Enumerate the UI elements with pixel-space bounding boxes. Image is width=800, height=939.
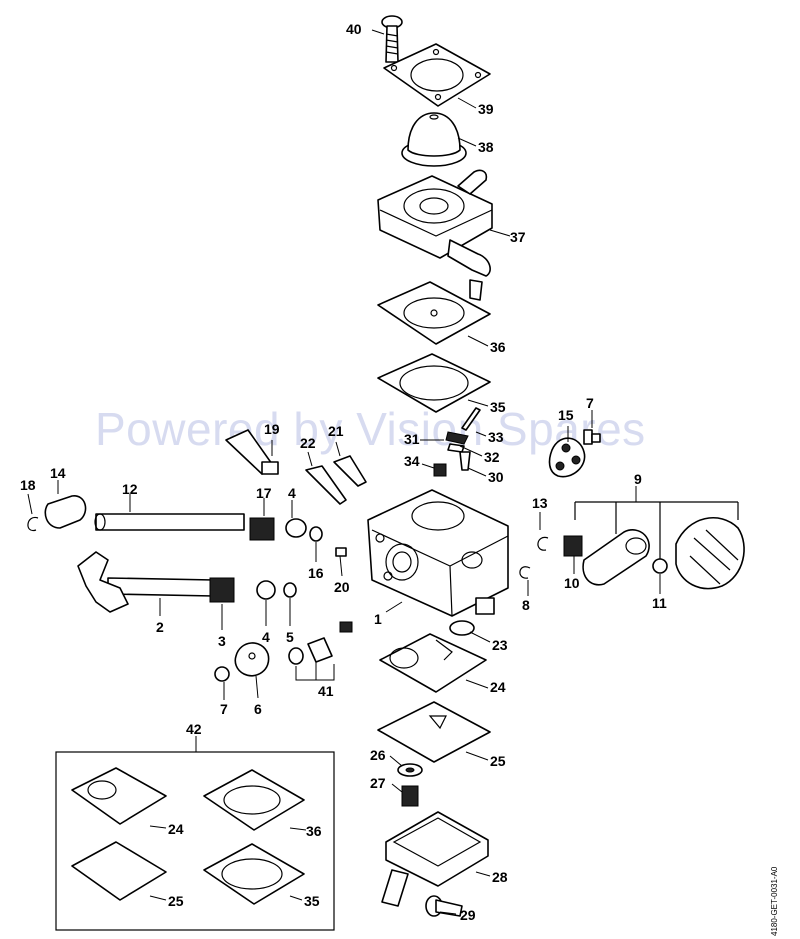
document-id: 4180-GET-0031-A0 xyxy=(770,866,779,936)
part-31-screen[interactable] xyxy=(445,431,469,445)
label-24a: 24 xyxy=(490,679,506,695)
part-33-pin[interactable] xyxy=(461,407,481,431)
part-30-valve[interactable] xyxy=(459,451,471,471)
label-5: 5 xyxy=(286,629,294,645)
part-34-screw[interactable] xyxy=(433,463,447,477)
part-4-washer-lower[interactable] xyxy=(256,580,276,600)
label-12: 12 xyxy=(122,481,138,497)
part-41-parts-set[interactable] xyxy=(288,621,353,665)
label-36a: 36 xyxy=(490,339,506,355)
label-38: 38 xyxy=(478,139,494,155)
part-32-needle[interactable] xyxy=(447,443,465,453)
label-19: 19 xyxy=(264,421,280,437)
part-21-needle[interactable] xyxy=(333,455,367,487)
part-20-pin[interactable] xyxy=(335,547,347,557)
part-19-idle-screw[interactable] xyxy=(225,429,279,475)
label-11: 11 xyxy=(652,595,667,611)
part-9-choke-assembly[interactable] xyxy=(574,501,745,590)
label-6: 6 xyxy=(254,701,262,717)
label-4a: 4 xyxy=(288,485,296,501)
part-17-spring[interactable] xyxy=(249,517,275,541)
label-15: 15 xyxy=(558,407,574,423)
part-10-spring[interactable] xyxy=(563,535,583,557)
part-7-screw-left[interactable] xyxy=(214,666,230,682)
label-27: 27 xyxy=(370,775,386,791)
part-35-gasket[interactable] xyxy=(377,353,491,413)
label-39: 39 xyxy=(478,101,494,117)
part-40-screw[interactable] xyxy=(381,15,403,63)
part-15-throttle-plate[interactable] xyxy=(548,437,586,478)
label-14: 14 xyxy=(50,465,66,481)
label-1: 1 xyxy=(374,611,382,627)
label-30: 30 xyxy=(488,469,504,485)
part-18-clip[interactable] xyxy=(27,516,39,532)
part-12-choke-shaft[interactable] xyxy=(94,513,245,531)
label-26: 26 xyxy=(370,747,386,763)
label-41: 41 xyxy=(318,683,334,699)
label-29: 29 xyxy=(460,907,476,923)
label-42: 42 xyxy=(186,721,202,737)
part-24-gasket[interactable] xyxy=(379,633,487,693)
label-20: 20 xyxy=(334,579,350,595)
label-4b: 4 xyxy=(262,629,270,645)
part-39-gasket[interactable] xyxy=(383,43,491,107)
label-40: 40 xyxy=(346,21,362,37)
label-37: 37 xyxy=(510,229,526,245)
label-36b: 36 xyxy=(306,823,322,839)
label-13: 13 xyxy=(532,495,548,511)
label-35a: 35 xyxy=(490,399,506,415)
part-3-spring[interactable] xyxy=(209,577,235,603)
label-23: 23 xyxy=(492,637,508,653)
part-23-plug[interactable] xyxy=(449,620,475,636)
part-14-lever[interactable] xyxy=(44,495,87,529)
part-2-throttle-shaft[interactable] xyxy=(77,551,215,613)
label-10: 10 xyxy=(564,575,580,591)
part-13-circlip[interactable] xyxy=(537,536,549,551)
label-16: 16 xyxy=(308,565,324,581)
label-17: 17 xyxy=(256,485,272,501)
part-28-metering-cover[interactable] xyxy=(381,811,489,907)
part-22-needle[interactable] xyxy=(305,465,347,505)
label-21: 21 xyxy=(328,423,344,439)
part-16-o-ring[interactable] xyxy=(309,526,323,542)
label-31: 31 xyxy=(404,431,420,447)
label-32: 32 xyxy=(484,449,500,465)
kit-42-box xyxy=(55,751,335,931)
part-26-washer[interactable] xyxy=(397,763,423,777)
label-2: 2 xyxy=(156,619,164,635)
label-34: 34 xyxy=(404,453,420,469)
label-7a: 7 xyxy=(220,701,228,717)
label-18: 18 xyxy=(20,477,36,493)
part-number-labels: 40 39 38 37 36 35 31 33 32 30 34 15 7 9 … xyxy=(20,21,667,923)
label-7b: 7 xyxy=(586,395,594,411)
part-36-diaphragm[interactable] xyxy=(377,281,491,345)
leader-lines xyxy=(27,29,661,915)
label-22: 22 xyxy=(300,435,316,451)
part-7-screw-right[interactable] xyxy=(583,429,601,445)
part-8-circlip[interactable] xyxy=(519,566,531,579)
label-28: 28 xyxy=(492,869,508,885)
label-33: 33 xyxy=(488,429,504,445)
part-6-plate[interactable] xyxy=(234,642,270,677)
label-24b: 24 xyxy=(168,821,184,837)
part-5-o-ring[interactable] xyxy=(283,582,297,598)
part-37-pump-cover[interactable] xyxy=(377,169,493,301)
label-8: 8 xyxy=(522,597,530,613)
part-11-screw[interactable] xyxy=(652,558,668,574)
label-25a: 25 xyxy=(490,753,506,769)
part-4-washer[interactable] xyxy=(285,518,307,538)
label-9: 9 xyxy=(634,471,642,487)
part-38-primer-bulb[interactable] xyxy=(401,112,467,167)
part-27-spring[interactable] xyxy=(401,785,419,807)
label-25b: 25 xyxy=(168,893,184,909)
part-1-carburetor-body[interactable] xyxy=(367,489,509,617)
label-3: 3 xyxy=(218,633,226,649)
part-25-diaphragm[interactable] xyxy=(377,701,491,763)
label-35b: 35 xyxy=(304,893,320,909)
